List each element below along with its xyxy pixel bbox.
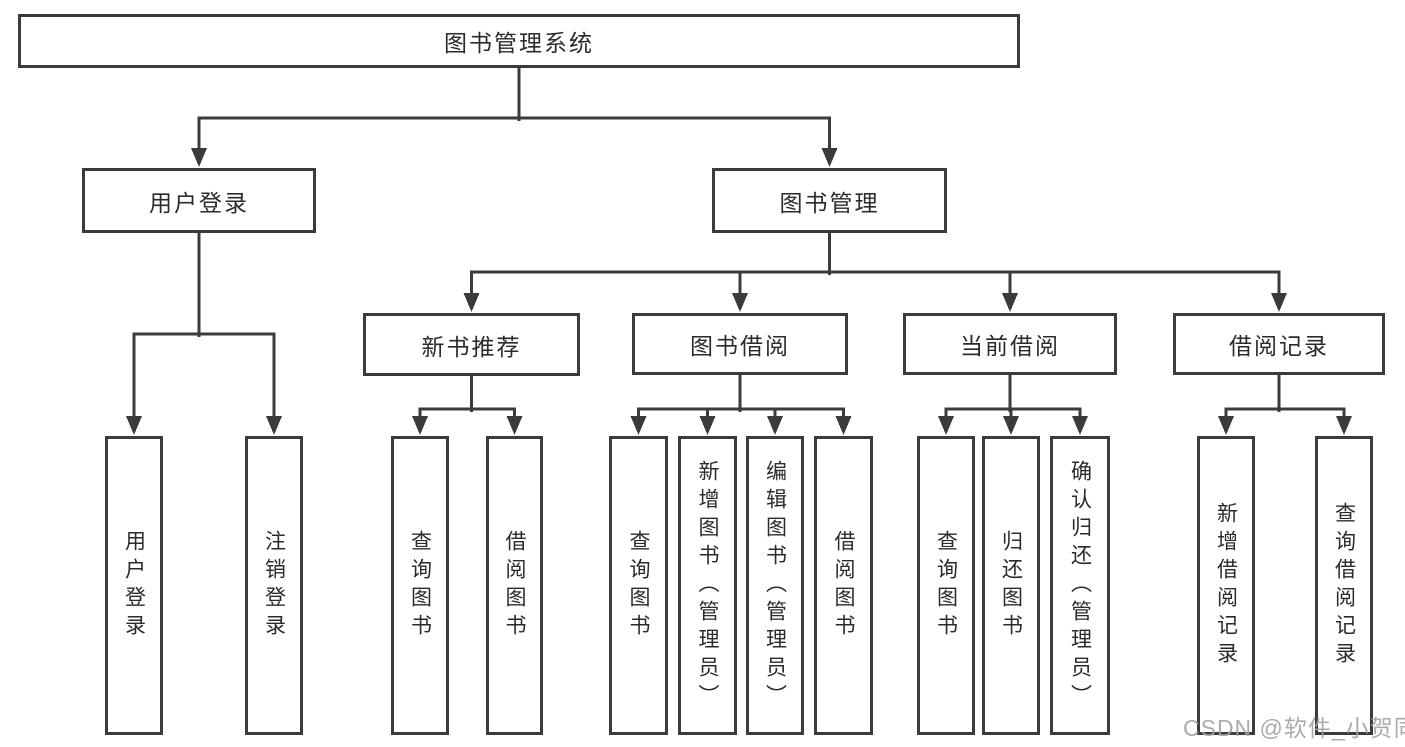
node-box-book-mgmt: 图书管理 <box>712 168 947 233</box>
node-box-cb-confirm: 确认归还（管理员） <box>1050 436 1110 735</box>
node-box-nb-borrow: 借阅图书 <box>486 436 543 735</box>
node-label-nb-query: 查询图书 <box>408 529 432 642</box>
node-box-leaf-user-login: 用户登录 <box>105 436 163 735</box>
node-box-book-borrow: 图书借阅 <box>632 313 848 375</box>
node-box-nb-query: 查询图书 <box>391 436 449 735</box>
node-box-bb-query: 查询图书 <box>609 436 668 735</box>
arrowhead-icon <box>938 416 954 435</box>
arrowhead-icon <box>412 416 428 435</box>
arrowhead-icon <box>1271 293 1287 312</box>
node-box-new-book-rec: 新书推荐 <box>363 313 580 376</box>
node-box-bb-borrow: 借阅图书 <box>814 436 873 735</box>
node-box-user-login: 用户登录 <box>82 168 316 233</box>
node-label-br-query: 查询借阅记录 <box>1332 501 1356 670</box>
arrowhead-icon <box>126 416 142 435</box>
node-box-root: 图书管理系统 <box>18 14 1020 68</box>
arrowhead-icon <box>506 416 523 435</box>
node-label-cb-confirm: 确认归还（管理员） <box>1068 459 1092 712</box>
node-label-borrow-records: 借阅记录 <box>1229 333 1329 359</box>
arrowhead-icon <box>732 293 748 312</box>
node-box-current-borrow: 当前借阅 <box>903 313 1117 375</box>
node-label-bb-edit: 编辑图书（管理员） <box>763 459 787 712</box>
node-box-br-query: 查询借阅记录 <box>1315 436 1373 735</box>
node-label-bb-query: 查询图书 <box>627 529 650 642</box>
arrowhead-icon <box>463 293 480 312</box>
arrowhead-icon <box>835 416 852 435</box>
node-label-user-login: 用户登录 <box>149 189 249 216</box>
node-label-leaf-user-login: 用户登录 <box>122 529 146 642</box>
arrowhead-icon <box>1336 416 1352 435</box>
node-label-cb-query: 查询图书 <box>934 529 958 642</box>
node-label-cb-return: 归还图书 <box>999 529 1023 642</box>
node-label-br-add: 新增借阅记录 <box>1214 501 1238 670</box>
node-box-cb-query: 查询图书 <box>917 436 975 735</box>
node-label-current-borrow: 当前借阅 <box>960 333 1060 359</box>
arrowhead-icon <box>1072 416 1088 435</box>
arrowhead-icon <box>630 416 647 435</box>
arrowhead-icon <box>191 148 207 167</box>
node-label-new-book-rec: 新书推荐 <box>421 333 522 360</box>
node-box-leaf-logout: 注销登录 <box>245 436 303 735</box>
arrowhead-icon <box>1002 293 1018 312</box>
arrowhead-icon <box>821 148 838 167</box>
arrowhead-icon <box>767 416 783 435</box>
node-label-nb-borrow: 借阅图书 <box>503 529 526 642</box>
node-box-borrow-records: 借阅记录 <box>1173 313 1385 375</box>
node-label-bb-borrow: 借阅图书 <box>832 529 855 642</box>
arrowhead-icon <box>1218 416 1234 435</box>
arrowhead-icon <box>1003 416 1019 435</box>
arrowhead-icon <box>699 416 716 435</box>
node-box-cb-return: 归还图书 <box>982 436 1040 735</box>
node-box-br-add: 新增借阅记录 <box>1197 436 1255 735</box>
node-box-bb-add: 新增图书（管理员） <box>678 436 737 735</box>
node-label-book-borrow: 图书借阅 <box>690 333 790 359</box>
watermark: CSDN @软件_小贺同学 <box>1183 715 1405 741</box>
node-label-book-mgmt: 图书管理 <box>779 189 880 216</box>
node-box-bb-edit: 编辑图书（管理员） <box>746 436 804 735</box>
node-label-bb-add: 新增图书（管理员） <box>696 459 719 712</box>
arrowhead-icon <box>266 416 282 435</box>
node-label-leaf-logout: 注销登录 <box>262 529 286 642</box>
node-label-root: 图书管理系统 <box>444 30 594 56</box>
